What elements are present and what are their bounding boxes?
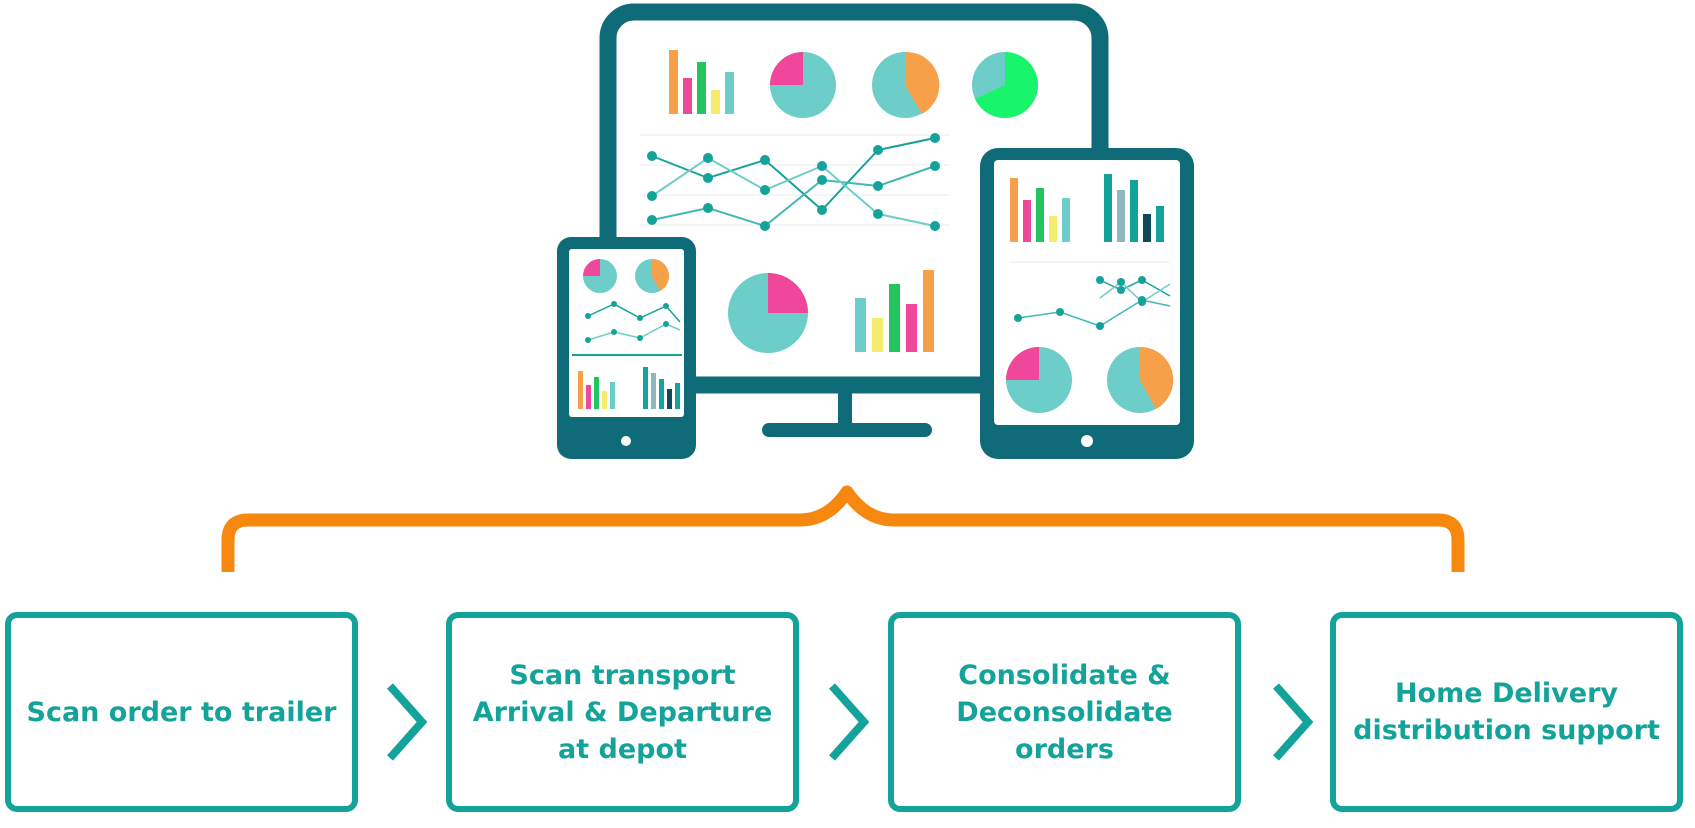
pie-chart-icon: [770, 52, 836, 118]
line-chart-icon: [1010, 261, 1171, 330]
step-label: Home Delivery distribution support: [1353, 678, 1660, 746]
step-box-scan-transport: Scan transport Arrival & Departure at de…: [446, 612, 799, 812]
pie-chart-icon: [872, 51, 940, 118]
pie-chart-icon: [635, 259, 669, 293]
bar-chart-icon: [1104, 174, 1164, 242]
chevron-right-icon: [387, 683, 428, 761]
step-label: Consolidate & Deconsolidate orders: [956, 659, 1173, 765]
chevron-right-icon: [1273, 683, 1314, 761]
step-box-consolidate: Consolidate & Deconsolidate orders: [888, 612, 1241, 812]
pie-chart-icon: [1006, 347, 1072, 413]
step-label: Scan transport Arrival & Departure at de…: [472, 659, 773, 765]
pie-chart-icon: [1107, 346, 1174, 413]
chevron-right-icon: [829, 683, 870, 761]
line-chart-icon: [640, 133, 950, 231]
bar-chart-icon: [1010, 178, 1070, 242]
bar-chart-icon: [643, 367, 680, 409]
pie-chart-icon: [728, 273, 808, 353]
bar-chart-icon: [669, 50, 734, 114]
curly-brace: [221, 485, 1465, 572]
pie-chart-icon: [972, 52, 1038, 118]
pie-chart-icon: [583, 259, 617, 293]
bar-chart-icon: [855, 270, 934, 352]
step-box-home-delivery: Home Delivery distribution support: [1330, 612, 1683, 812]
step-box-scan-order: Scan order to trailer: [5, 612, 358, 812]
line-chart-icon: [572, 301, 682, 356]
smartphone: [557, 237, 696, 459]
bar-chart-icon: [578, 371, 615, 409]
step-label: Scan order to trailer: [26, 696, 337, 728]
